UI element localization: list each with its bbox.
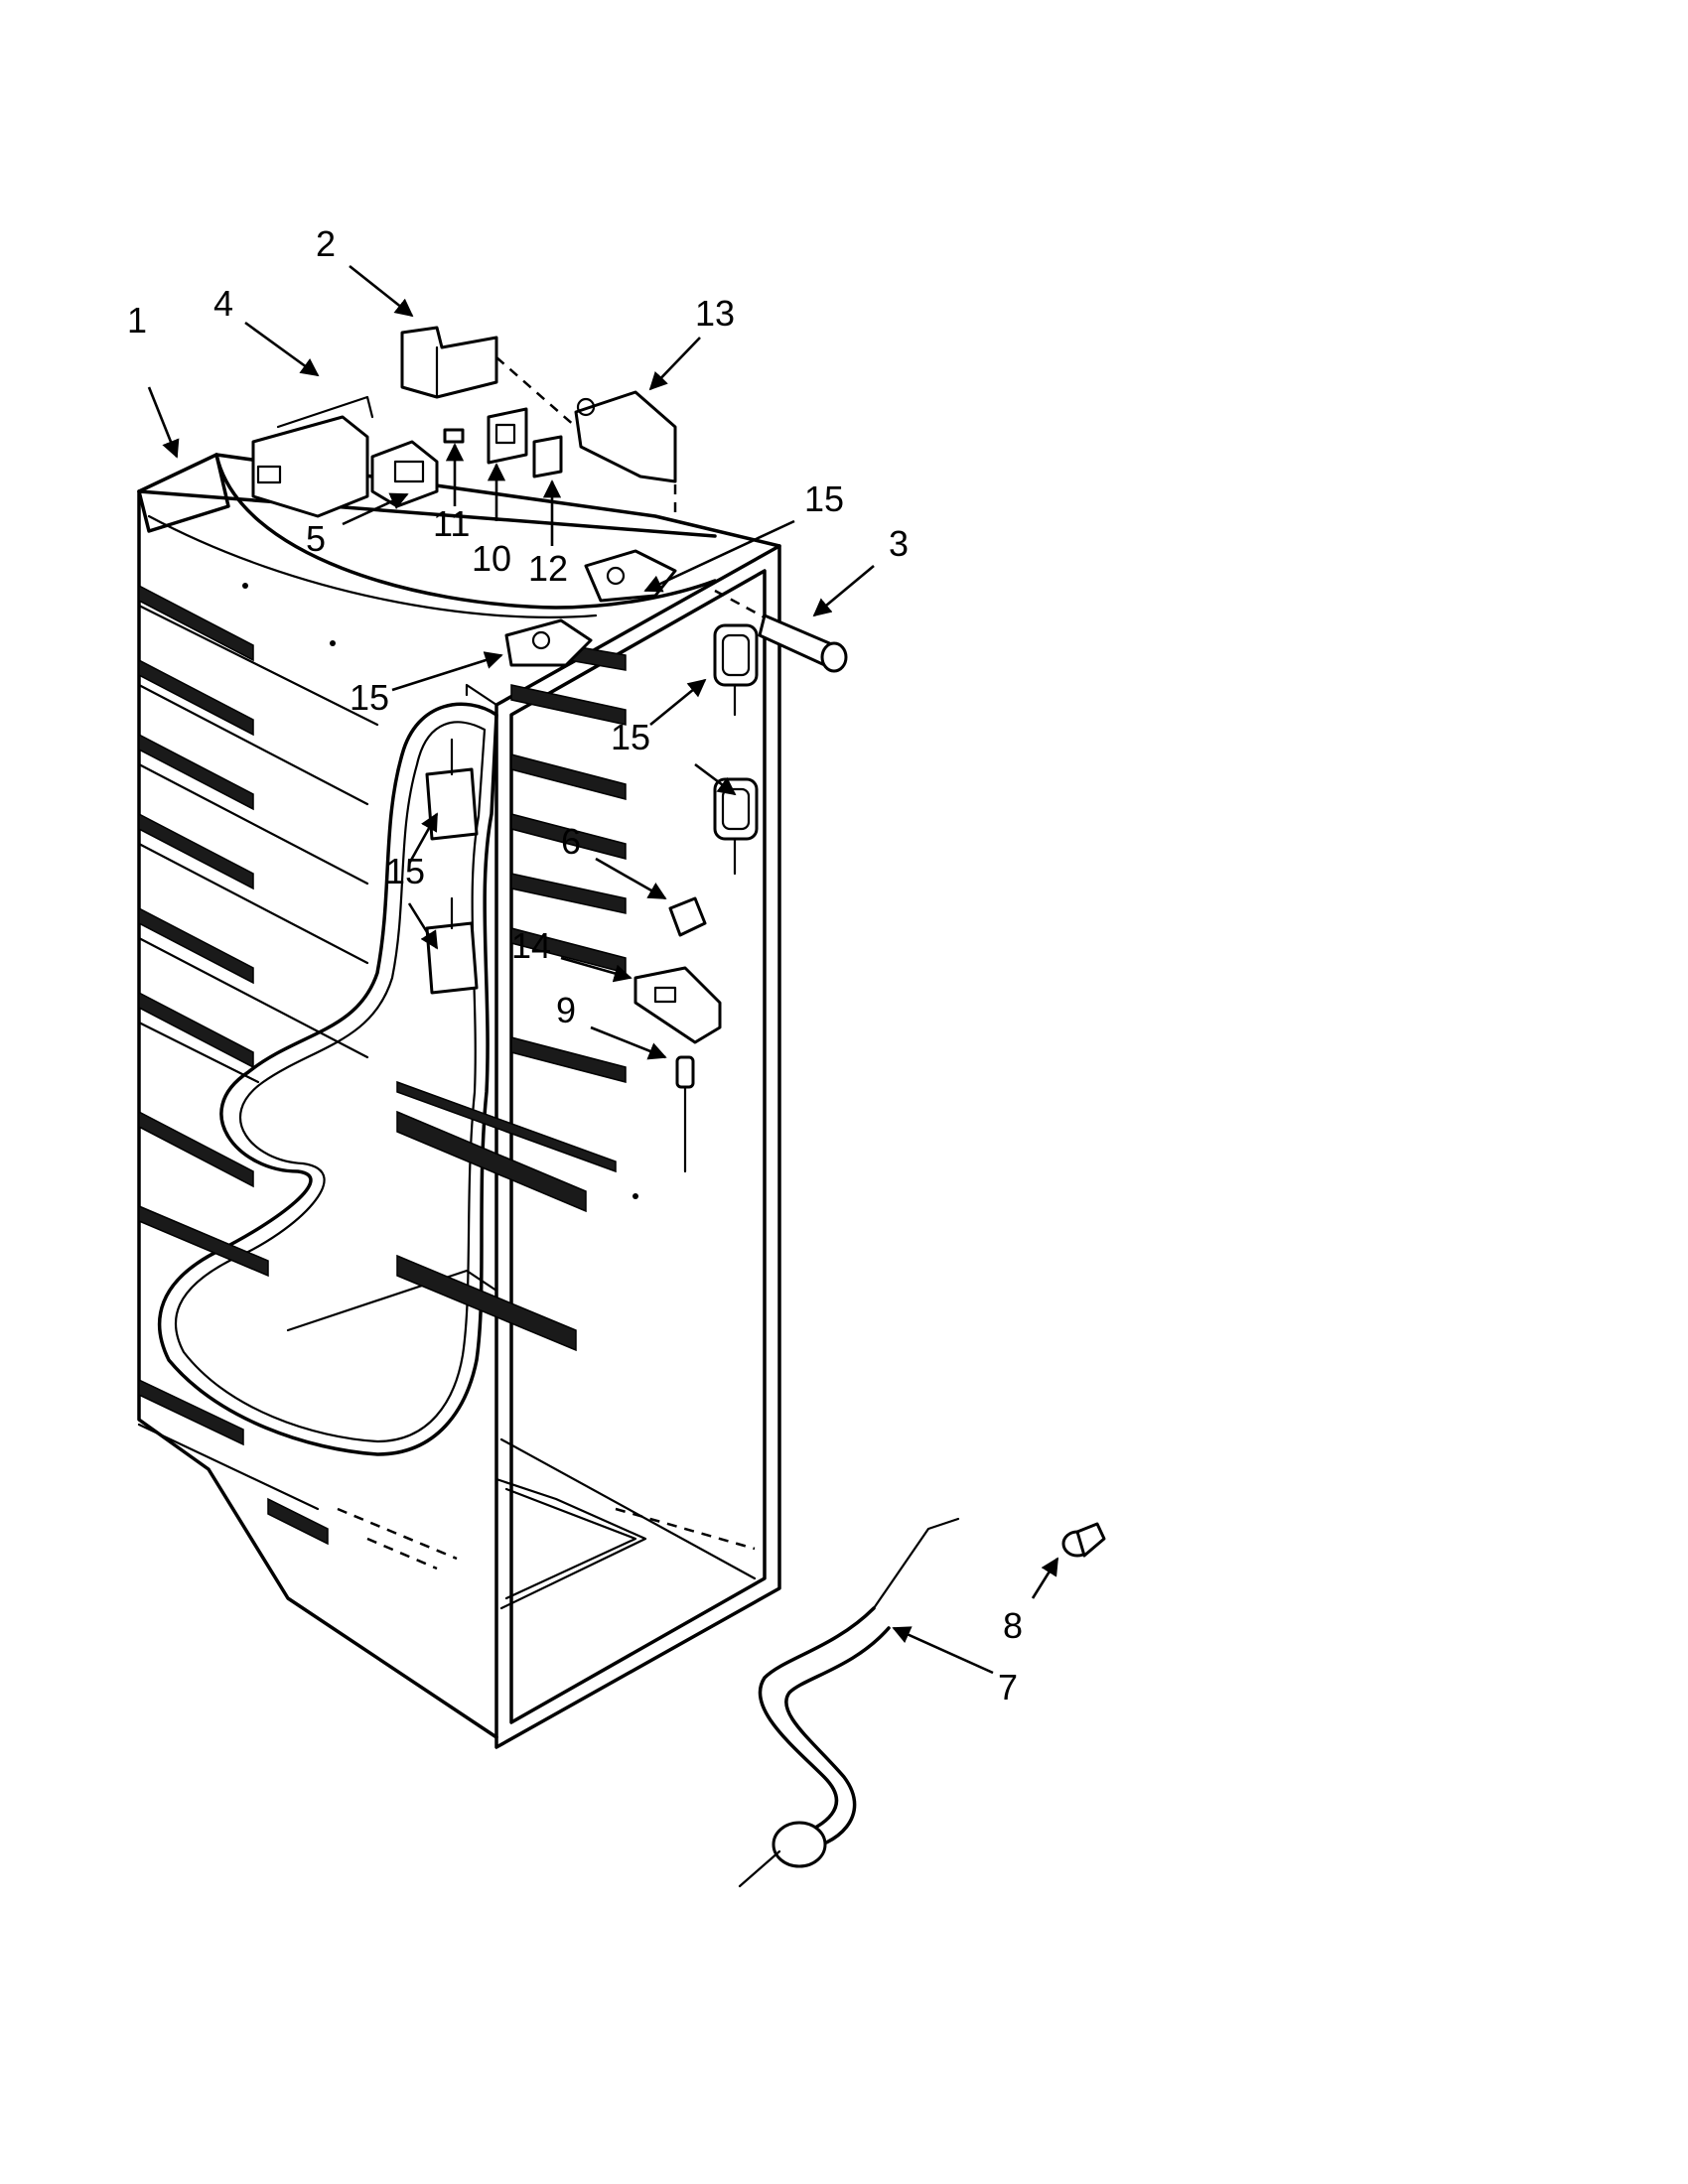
part-15-light-right-lower: [713, 777, 759, 876]
part-15-light-top-right: [584, 549, 677, 603]
callout-15-left-wall: 15: [385, 851, 425, 891]
left-shelf-ribs: [137, 584, 379, 1546]
part-8-fitting: [1061, 1522, 1106, 1558]
callout-6: 6: [561, 821, 581, 862]
part-11-connector: [443, 428, 465, 444]
callout-14: 14: [511, 925, 551, 966]
callout-15-top-left: 15: [350, 677, 389, 718]
part-14-bracket: [633, 966, 722, 1044]
part-12-label: [532, 435, 563, 478]
callout-8: 8: [1003, 1605, 1023, 1646]
part-15-light-left-wall-upper: [425, 738, 479, 841]
callout-10: 10: [472, 538, 511, 579]
part-15-light-left-wall-lower: [425, 896, 479, 995]
callout-5: 5: [306, 518, 326, 559]
cabinet-liner: [137, 453, 781, 1749]
part-3-cartridge: [714, 589, 848, 673]
part-15-light-right-upper: [713, 623, 759, 717]
callout-13: 13: [695, 293, 735, 334]
callout-3: 3: [889, 523, 909, 564]
part-2-duct: [400, 326, 577, 428]
right-shelf-ribs: [396, 634, 627, 1352]
callout-4: 4: [213, 283, 233, 324]
callout-15-top-right: 15: [804, 478, 844, 519]
callout-leaders: [147, 264, 1059, 1675]
part-7-hose: [738, 1517, 960, 1888]
part-10-bracket: [487, 407, 528, 465]
callout-12: 12: [528, 548, 568, 589]
callout-1: 1: [127, 300, 147, 341]
part-5-module: [370, 440, 439, 508]
part-4-housing: [251, 395, 374, 518]
callout-15-right: 15: [611, 717, 650, 757]
part-9-probe: [675, 1055, 695, 1173]
part-13-damper: [574, 390, 677, 516]
part-15-light-top-left: [504, 618, 593, 667]
callout-9: 9: [556, 990, 576, 1030]
callout-11: 11: [433, 503, 470, 544]
callout-7: 7: [998, 1667, 1018, 1707]
callout-labels: 1 2 3 4 5 6 7 8 9 10 11 12 13 14 15 15 1…: [127, 223, 1023, 1707]
part-6-clip: [668, 896, 707, 937]
callout-2: 2: [316, 223, 336, 264]
